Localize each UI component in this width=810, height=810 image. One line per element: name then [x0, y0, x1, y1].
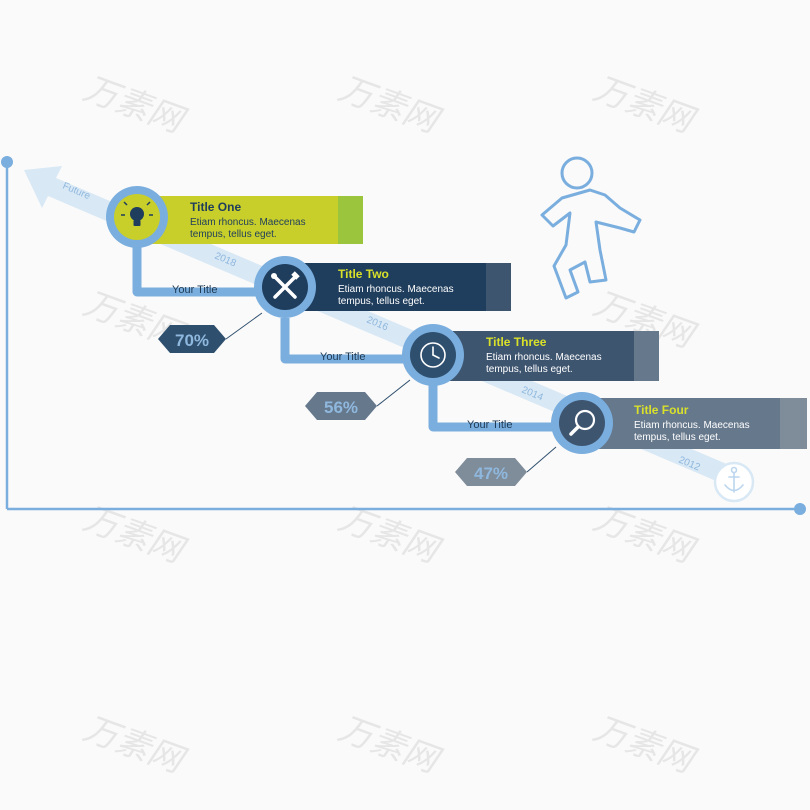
percent-badge-3 — [455, 458, 527, 486]
percent-text-1: 70% — [175, 331, 209, 350]
watermark-text: 万素网 — [588, 68, 701, 142]
step-4-title: Title Four — [634, 403, 689, 417]
step-4: Title Four Etiam rhoncus. Maecenas tempu… — [551, 392, 807, 454]
leader-line-1 — [225, 312, 263, 340]
step-1-desc-line1: Etiam rhoncus. Maecenas — [190, 217, 306, 228]
watermark-text: 万素网 — [333, 68, 446, 142]
step-1-title: Title One — [190, 200, 241, 214]
connector-label-3: Your Title — [467, 419, 512, 431]
connector-3-4 — [428, 385, 565, 432]
step-3-desc-line2: tempus, tellus eget. — [486, 364, 573, 375]
watermark-text: 万素网 — [333, 708, 446, 782]
step-2-desc-line2: tempus, tellus eget. — [338, 296, 425, 307]
leader-line-3 — [526, 446, 557, 473]
connectors — [132, 238, 565, 432]
step-3-desc-line1: Etiam rhoncus. Maecenas — [486, 352, 602, 363]
step-2-panel — [286, 263, 486, 311]
step-1: Title One Etiam rhoncus. Maecenas tempus… — [106, 186, 363, 248]
connector-label-1: Your Title — [172, 284, 217, 296]
step-1-panel — [138, 196, 338, 244]
step-4-panel — [583, 398, 780, 449]
percent-text-3: 47% — [474, 464, 508, 483]
step-3: Title Three Etiam rhoncus. Maecenas temp… — [402, 324, 659, 386]
percent-badge-2 — [305, 392, 377, 420]
percent-badge-1 — [158, 325, 226, 353]
climbing-figure-icon — [540, 156, 642, 300]
step-2-desc-line1: Etiam rhoncus. Maecenas — [338, 284, 454, 295]
step-2-panel-tab — [486, 263, 511, 311]
percent-text-2: 56% — [324, 398, 358, 417]
connector-label-2: Your Title — [320, 351, 365, 363]
step-2: Title Two Etiam rhoncus. Maecenas tempus… — [254, 256, 511, 318]
tools-icon — [271, 271, 300, 299]
percent-badges: 70% 56% 47% — [158, 312, 557, 486]
step-3-panel — [434, 331, 634, 381]
step-3-panel-tab — [634, 331, 659, 381]
step-4-disc — [559, 400, 605, 446]
x-axis-endpoint — [794, 503, 806, 515]
watermark-text: 万素网 — [78, 68, 191, 142]
connector-2-3 — [280, 318, 416, 364]
step-2-title: Title Two — [338, 267, 389, 281]
leader-line-2 — [376, 379, 411, 407]
step-1-panel-tab — [338, 196, 363, 244]
watermark-text: 万素网 — [78, 708, 191, 782]
axes — [1, 156, 806, 515]
watermark-text: 万素网 — [588, 708, 701, 782]
step-4-desc-line2: tempus, tellus eget. — [634, 432, 721, 443]
anchor-icon — [724, 466, 744, 493]
step-3-title: Title Three — [486, 335, 547, 349]
step-1-desc-line2: tempus, tellus eget. — [190, 229, 277, 240]
magnifier-icon — [569, 409, 596, 436]
connector-1-2 — [132, 238, 268, 297]
lightbulb-icon — [121, 201, 153, 226]
step-4-panel-tab — [780, 398, 807, 449]
clock-icon — [420, 342, 446, 368]
step-4-desc-line1: Etiam rhoncus. Maecenas — [634, 420, 750, 431]
y-axis-endpoint — [1, 156, 13, 168]
